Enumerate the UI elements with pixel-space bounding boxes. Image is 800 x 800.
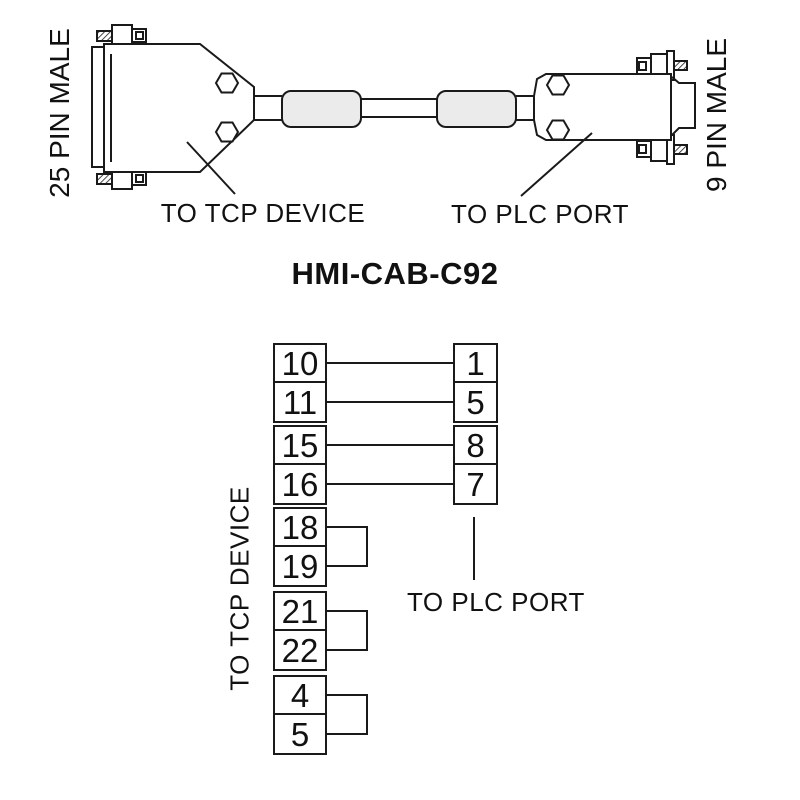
- jumper-loop-18-19: [327, 526, 368, 567]
- pin-cell: 4: [275, 677, 325, 715]
- leader-line-right: [520, 132, 593, 197]
- de9-connector: [533, 50, 696, 165]
- pin-cell: 19: [281, 547, 319, 585]
- hex-screw-hole-icon: [214, 72, 240, 94]
- cable-part-number: HMI-CAB-C92: [291, 256, 499, 291]
- pin-pair-box: 8 7: [453, 425, 498, 505]
- hex-screw-hole-icon: [545, 74, 571, 96]
- pinout-right-label: TO PLC PORT: [407, 587, 585, 617]
- thumbscrew-bottom-right: [636, 134, 688, 165]
- hex-screw-hole-icon: [545, 119, 571, 141]
- db25-flange: [91, 46, 105, 168]
- pin-cell: 7: [466, 465, 485, 503]
- jumper-loop-4-5: [327, 694, 368, 735]
- thumbscrew-top-right: [636, 50, 688, 81]
- de9-flange: [671, 76, 696, 136]
- hex-screw-hole-icon: [214, 121, 240, 143]
- pin-cell: 16: [281, 465, 319, 503]
- pin-cell: 5: [290, 715, 310, 753]
- pin-pair-box: 10 11: [273, 343, 327, 423]
- pin-pair-box: 18 19: [273, 507, 327, 587]
- pin-cell: 21: [275, 593, 325, 631]
- connection-wire-16-7: [327, 483, 453, 485]
- left-connector-side-label: 25 PIN MALE: [44, 28, 75, 198]
- connection-wire-11-5: [327, 401, 453, 403]
- connection-wire-15-8: [327, 444, 453, 446]
- thumbscrew-top-left: [96, 24, 147, 46]
- connection-wire-10-1: [327, 362, 453, 364]
- right-connector-callout: TO PLC PORT: [451, 199, 629, 229]
- pin-cell: 18: [275, 509, 325, 547]
- de9-hood: [533, 73, 672, 141]
- ferrite-bead: [436, 90, 517, 128]
- pin-pair-box: 21 22: [273, 591, 327, 671]
- pin-cell: 8: [455, 427, 496, 465]
- pin-cell: 22: [281, 631, 319, 669]
- jumper-loop-21-22: [327, 610, 368, 651]
- pin-pair-box: 1 5: [453, 343, 498, 423]
- cable-assembly-drawing: [91, 24, 696, 197]
- left-connector-callout: TO TCP DEVICE: [160, 198, 366, 228]
- ferrite-bead: [281, 90, 362, 128]
- pin-pair-box: 15 16: [273, 425, 327, 505]
- pin-cell: 5: [466, 383, 485, 421]
- db25-hood: [103, 43, 255, 173]
- pin-cell: 11: [282, 383, 318, 421]
- pin-cell: 10: [275, 345, 325, 383]
- pin-cell: 1: [455, 345, 496, 383]
- cable: [254, 90, 534, 128]
- pinout-left-label: TO TCP DEVICE: [224, 486, 255, 691]
- db25-connector: [91, 24, 255, 190]
- pin-pair-box: 4 5: [273, 675, 327, 755]
- plc-port-pointer-line: [473, 517, 475, 580]
- leader-line-left: [186, 141, 236, 195]
- pin-cell: 15: [275, 427, 325, 465]
- right-connector-side-label: 9 PIN MALE: [701, 37, 732, 193]
